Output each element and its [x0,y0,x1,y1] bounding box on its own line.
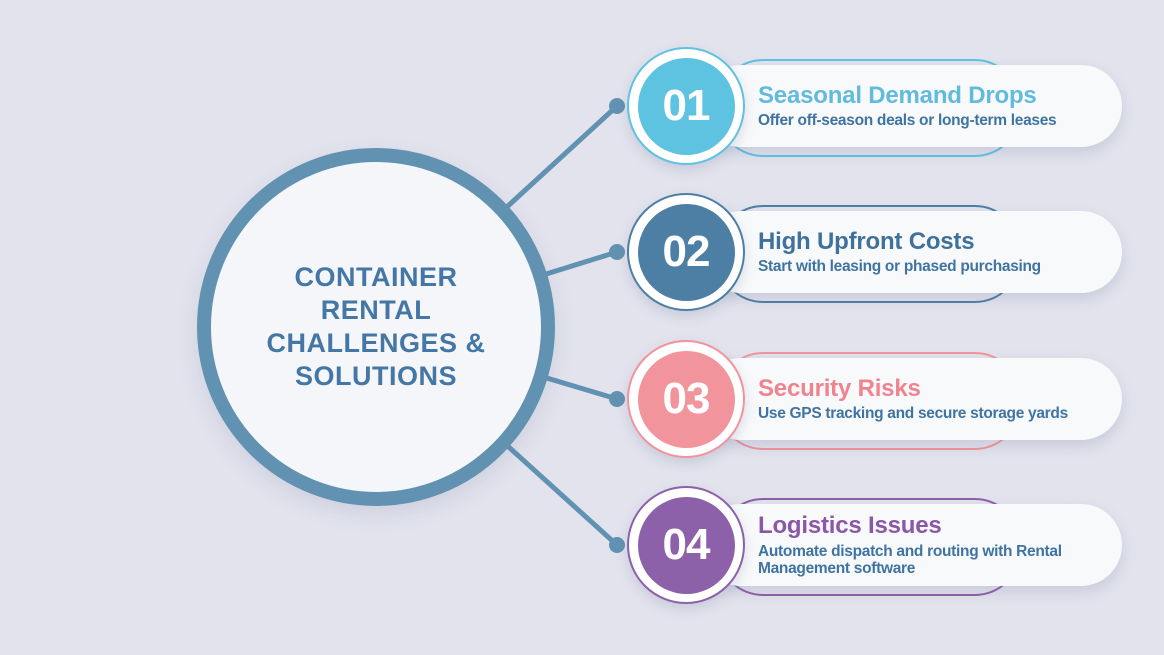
item-03-card: Security Risks Use GPS tracking and secu… [700,358,1122,440]
item-04-card: Logistics Issues Automate dispatch and r… [700,504,1122,586]
item-01-number: 01 [637,57,735,155]
connector-dot-1 [609,98,625,114]
item-01-number-badge: 01 [627,47,745,165]
item-03-title: Security Risks [758,374,921,402]
item-04-number: 04 [637,496,735,594]
item-03-number-badge: 03 [627,340,745,458]
center-circle: CONTAINER RENTAL CHALLENGES & SOLUTIONS [197,148,555,506]
item-04-subtitle: Automate dispatch and routing with Renta… [758,542,1062,577]
item-02: High Upfront Costs Start with leasing or… [627,193,1137,311]
item-03: Security Risks Use GPS tracking and secu… [627,340,1137,458]
item-01: Seasonal Demand Drops Offer off-season d… [627,47,1137,165]
item-01-card: Seasonal Demand Drops Offer off-season d… [700,65,1122,147]
item-02-subtitle: Start with leasing or phased purchasing [758,258,1041,276]
item-02-number-badge: 02 [627,193,745,311]
item-03-subtitle: Use GPS tracking and secure storage yard… [758,405,1068,423]
connector-dot-2 [609,244,625,260]
connector-dot-3 [609,391,625,407]
item-02-title: High Upfront Costs [758,227,975,255]
center-title: CONTAINER RENTAL CHALLENGES & SOLUTIONS [266,261,486,392]
item-04: Logistics Issues Automate dispatch and r… [627,486,1137,604]
item-01-title: Seasonal Demand Drops [758,81,1037,109]
item-04-number-badge: 04 [627,486,745,604]
connector-dot-4 [609,537,625,553]
item-02-card: High Upfront Costs Start with leasing or… [700,211,1122,293]
item-04-title: Logistics Issues [758,512,942,540]
item-03-number: 03 [637,350,735,448]
item-02-number: 02 [637,203,735,301]
item-01-subtitle: Offer off-season deals or long-term leas… [758,112,1057,130]
